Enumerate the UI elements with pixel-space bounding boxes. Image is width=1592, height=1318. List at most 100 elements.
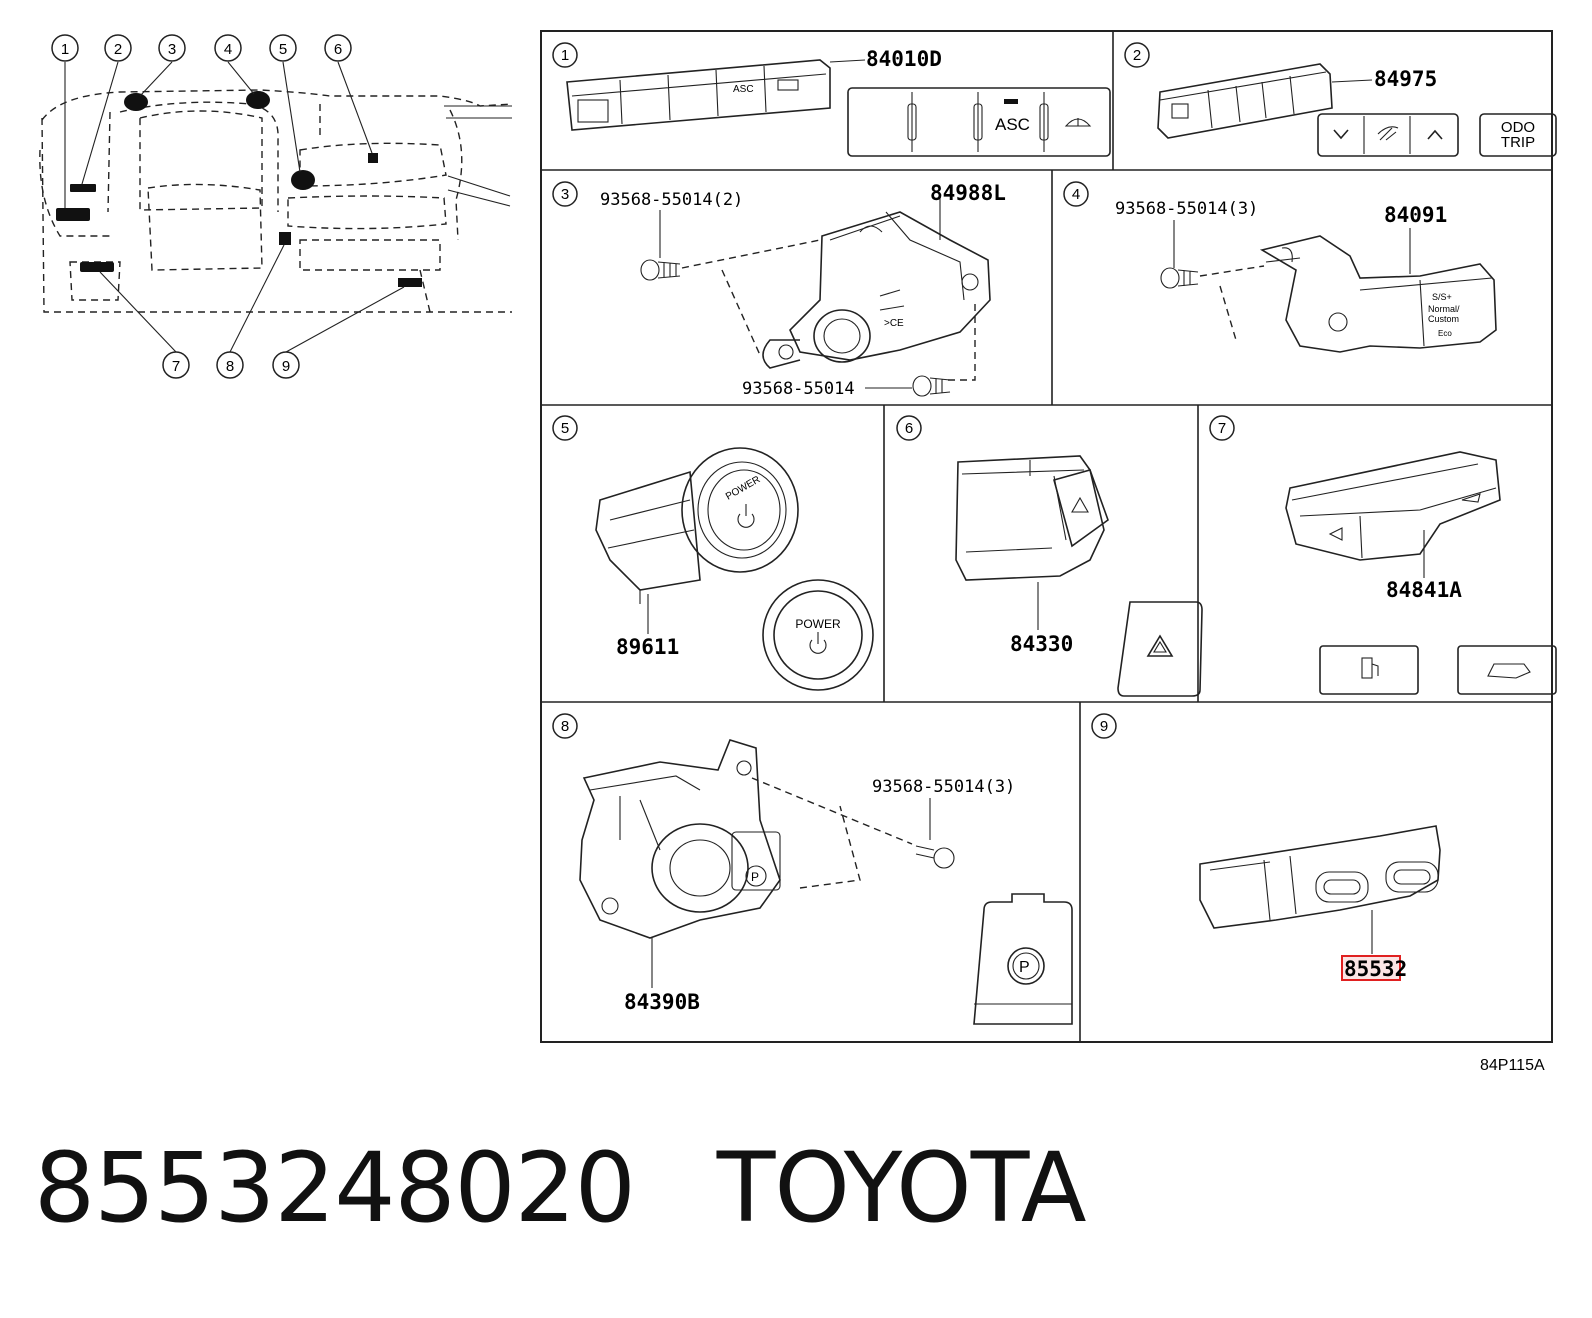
panel-9-number [1091, 713, 1117, 739]
parking-brake-button-face: P [973, 893, 1073, 1025]
panel-grid [540, 30, 1553, 1043]
part-85532: 85532 [1344, 957, 1407, 981]
panel-6-number-label: 6 [905, 420, 913, 437]
part-84010d: 84010D [866, 47, 942, 71]
overview-callout-1-label: 1 [61, 41, 69, 58]
overview-callout-1 [51, 34, 79, 62]
switch-assembly-84975 [1157, 63, 1333, 139]
panel-8-number-label: 8 [561, 718, 569, 735]
part-93568-55014: 93568-55014 [742, 379, 855, 399]
panel-4-number-label: 4 [1072, 186, 1080, 203]
overview-callout-5-label: 5 [279, 41, 287, 58]
part-84091: 84091 [1384, 203, 1447, 227]
switch-assembly-84841a [1285, 451, 1501, 561]
overview-callout-3 [158, 34, 186, 62]
footer-brand: TOYOTA [716, 1132, 1087, 1244]
panel-3: 93568-55014(2) >CE 84988L 93568-55014 [600, 181, 1006, 399]
dashboard-overview: 1 2 3 4 5 6 7 8 9 [39, 34, 513, 379]
switch-assembly-84010d: ASC [566, 59, 831, 131]
switch-faces-84975: ODO TRIP [1317, 113, 1557, 157]
screw-icon [640, 259, 681, 281]
overview-callout-7 [162, 351, 190, 379]
overview-callout-6 [324, 34, 352, 62]
overview-callout-9-label: 9 [282, 358, 290, 375]
overview-callout-2-label: 2 [114, 41, 122, 58]
overview-callout-6-label: 6 [334, 41, 342, 58]
panel-7-number [1209, 415, 1235, 441]
part-93568-55014-2: 93568-55014(2) [600, 190, 743, 210]
panel-2-number-label: 2 [1133, 47, 1141, 64]
panel-9: 85532 [1199, 825, 1441, 981]
switch-assembly-89611: POWER [595, 447, 799, 604]
part-84988l: 84988L [930, 181, 1006, 205]
panel-5-number-label: 5 [561, 420, 569, 437]
hazard-icon [1146, 634, 1174, 657]
overview-callout-8-label: 8 [226, 358, 234, 375]
odo-label: ODO [1501, 119, 1535, 136]
overview-callout-7-label: 7 [172, 358, 180, 375]
panel-1-asc-label: ASC [995, 115, 1030, 134]
panel-1-asc-small: ASC [733, 84, 754, 95]
svg-text:P: P [751, 870, 759, 884]
part-89611: 89611 [616, 635, 679, 659]
panel-5-number [552, 415, 578, 441]
panel-7-number-label: 7 [1218, 420, 1226, 437]
fuel-door-button-face [1319, 645, 1419, 695]
panel-6: 84330 [955, 455, 1203, 697]
panel-3-number-label: 3 [561, 186, 569, 203]
bolt-icon [915, 845, 955, 869]
power-icon [737, 504, 755, 528]
power-button-face: POWER [762, 579, 874, 691]
odo-trip-button [1479, 113, 1557, 157]
tailgate-button-face [1457, 645, 1557, 695]
switch-assembly-84390b: P [579, 739, 781, 939]
part-93568-55014-3-panel4: 93568-55014(3) [1115, 199, 1258, 219]
tailgate-icon [1461, 493, 1481, 503]
panel-6-number [896, 415, 922, 441]
wiper-icon [1064, 118, 1092, 127]
overview-callout-2 [104, 34, 132, 62]
panel-4-number [1063, 181, 1089, 207]
overview-callout-5 [269, 34, 297, 62]
part-84841a: 84841A [1386, 578, 1462, 602]
overview-callout-3-label: 3 [168, 41, 176, 58]
power-label: POWER [795, 617, 841, 631]
panel-3-number [552, 181, 578, 207]
chevron-up-icon [1427, 129, 1443, 140]
trip-label: TRIP [1501, 134, 1535, 151]
overview-callout-9 [272, 351, 300, 379]
parking-brake-icon [745, 865, 767, 887]
diagram-code: 84P115A [1480, 1057, 1545, 1074]
panel-1-number [552, 42, 578, 68]
footer-part-number: 8553248020 [34, 1132, 636, 1244]
panel-2: 84975 ODO TRIP [1157, 63, 1557, 157]
overview-callout-4-label: 4 [224, 41, 232, 58]
power-label-small: POWER [724, 474, 762, 502]
panel-2-number [1124, 42, 1150, 68]
part-93568-55014-3-panel8: 93568-55014(3) [872, 777, 1015, 797]
switch-assembly-84091: S/S+ Normal/ Custom Eco [1259, 235, 1497, 353]
panel-8-number [552, 713, 578, 739]
hazard-icon [1071, 496, 1089, 513]
fuel-pump-icon [1361, 657, 1379, 679]
switch-faces-84010d: ASC [847, 87, 1111, 157]
panel-7: 84841A [1285, 451, 1557, 695]
power-icon [809, 632, 827, 654]
panel-9-number-label: 9 [1100, 718, 1108, 735]
chevron-down-icon [1333, 129, 1349, 140]
panel-5: POWER 89611 POWER [595, 447, 874, 691]
panel-8: P 93568-55014(3) 84390B P [579, 739, 1073, 1025]
switch-assembly-84988l: >CE [762, 211, 991, 369]
panel-1-number-label: 1 [561, 47, 569, 64]
panel-1: ASC 84010D ASC [566, 47, 1111, 157]
dial-label-normal: Normal/ [1428, 304, 1460, 314]
part-84975: 84975 [1374, 67, 1437, 91]
hazard-button-face [1117, 601, 1203, 697]
overview-callout-8 [216, 351, 244, 379]
part-84390b: 84390B [624, 990, 700, 1014]
overview-callout-4 [214, 34, 242, 62]
dial-label-eco: Eco [1438, 329, 1452, 338]
dial-label-custom: Custom [1428, 314, 1459, 324]
